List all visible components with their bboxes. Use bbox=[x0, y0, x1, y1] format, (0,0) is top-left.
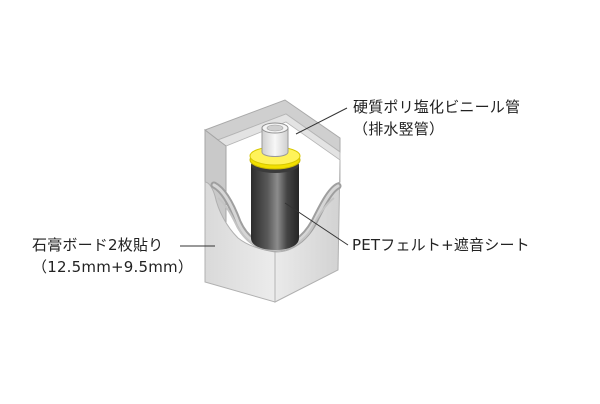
leader-line-pipe bbox=[295, 107, 348, 135]
leader-lines bbox=[180, 107, 349, 247]
leader-line-insulation bbox=[284, 202, 349, 246]
label-pet-felt-sound-sheet: PETフェルト+遮音シート bbox=[352, 234, 530, 256]
label-gypsum-board: 石膏ボード2枚貼り （12.5mm+9.5mm） bbox=[32, 234, 193, 278]
label-pvc-drain-pipe: 硬質ポリ塩化ビニール管 （排水竪管） bbox=[353, 96, 520, 140]
label-pvc-drain-pipe-line2: （排水竪管） bbox=[353, 120, 445, 138]
label-pvc-drain-pipe-line1: 硬質ポリ塩化ビニール管 bbox=[353, 98, 521, 116]
label-gypsum-board-line2: （12.5mm+9.5mm） bbox=[32, 258, 194, 276]
pvc-pipe bbox=[261, 122, 289, 157]
pet-felt-wrapped-pipe bbox=[251, 157, 299, 250]
label-pet-felt-sound-sheet-line1: PETフェルト+遮音シート bbox=[352, 236, 530, 254]
label-gypsum-board-line1: 石膏ボード2枚貼り bbox=[32, 236, 164, 254]
